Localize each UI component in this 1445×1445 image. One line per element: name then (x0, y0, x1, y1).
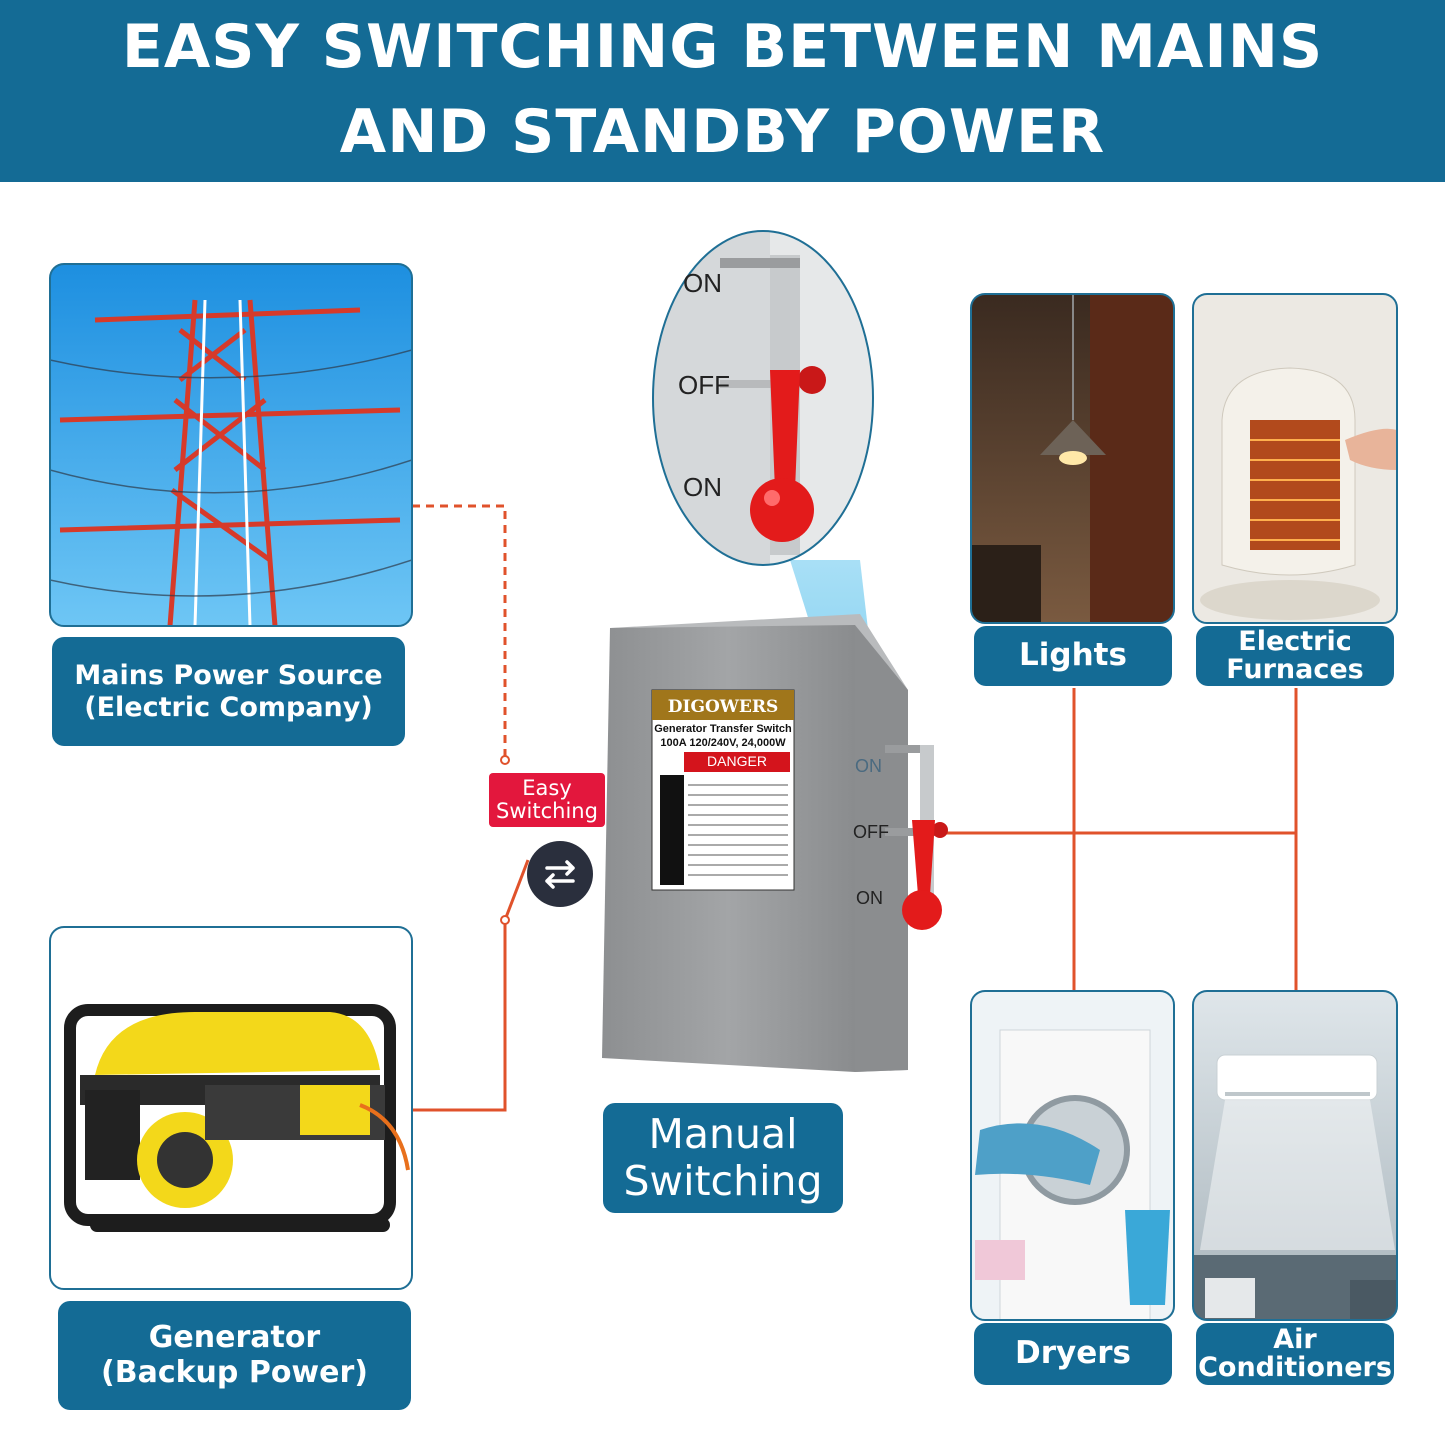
mains-source-label: Mains Power Source (Electric Company) (52, 637, 405, 746)
mains-source-title: Mains Power Source (74, 660, 383, 692)
dryer-image (971, 991, 1174, 1320)
box-handle-off: OFF (853, 822, 889, 842)
lights-image (971, 294, 1174, 623)
manual-switching-line1: Manual (648, 1109, 798, 1158)
air-conditioner-image (1193, 991, 1397, 1320)
mains-connector (412, 504, 507, 760)
transfer-switch-box (602, 614, 948, 1072)
furnaces-line1: Electric (1238, 625, 1352, 657)
dryers-label: Dryers (974, 1323, 1172, 1385)
generator-label: Generator (Backup Power) (58, 1301, 411, 1410)
lights-label-text: Lights (1019, 637, 1127, 674)
box-handle-on-top: ON (855, 756, 882, 776)
generator-title: Generator (148, 1320, 321, 1355)
zoom-on: ON (683, 472, 722, 502)
box-handle-on: ON (856, 888, 883, 908)
manual-switching-line2: Switching (623, 1157, 823, 1205)
header-title-line1: EASY SWITCHING BETWEEN MAINS (121, 12, 1324, 82)
header-title-line2: AND STANDBY POWER (339, 97, 1106, 167)
header-banner: EASY SWITCHING BETWEEN MAINS AND STANDBY… (0, 0, 1445, 182)
swap-arrows-icon (527, 841, 593, 907)
generator-connector (412, 920, 507, 1112)
electric-furnace-image (1193, 294, 1397, 623)
mains-pylon-image (50, 264, 412, 626)
ac-line2: Conditioners (1198, 1352, 1392, 1383)
danger-label: DANGER (707, 753, 767, 769)
brand-label: DIGOWERS (667, 697, 779, 717)
furnaces-line2: Furnaces (1226, 654, 1364, 685)
easy-switching-badge: Easy Switching (489, 773, 605, 827)
electric-furnaces-label: Electric Furnaces (1196, 626, 1394, 686)
switch-throw-line (503, 859, 530, 921)
easy-switching-line2: Switching (496, 799, 598, 823)
dryers-label-text: Dryers (1015, 1335, 1131, 1372)
easy-switching-line1: Easy (522, 775, 572, 800)
generator-image (50, 927, 412, 1289)
air-conditioners-label: Air Conditioners (1196, 1323, 1394, 1385)
manual-switching-label: Manual Switching (603, 1103, 843, 1213)
connector-node (500, 755, 510, 765)
connector-node (500, 915, 510, 925)
lights-label: Lights (974, 626, 1172, 686)
zoom-off: OFF (678, 370, 730, 400)
zoom-on-top: ON (683, 268, 722, 298)
ac-line1: Air (1273, 1323, 1317, 1355)
connector-lines (412, 504, 1298, 1112)
generator-subtitle: (Backup Power) (101, 1354, 368, 1390)
product-rating: 100A 120/240V, 24,000W (660, 737, 786, 749)
product-name: Generator Transfer Switch (654, 723, 792, 735)
mains-source-subtitle: (Electric Company) (84, 691, 373, 723)
